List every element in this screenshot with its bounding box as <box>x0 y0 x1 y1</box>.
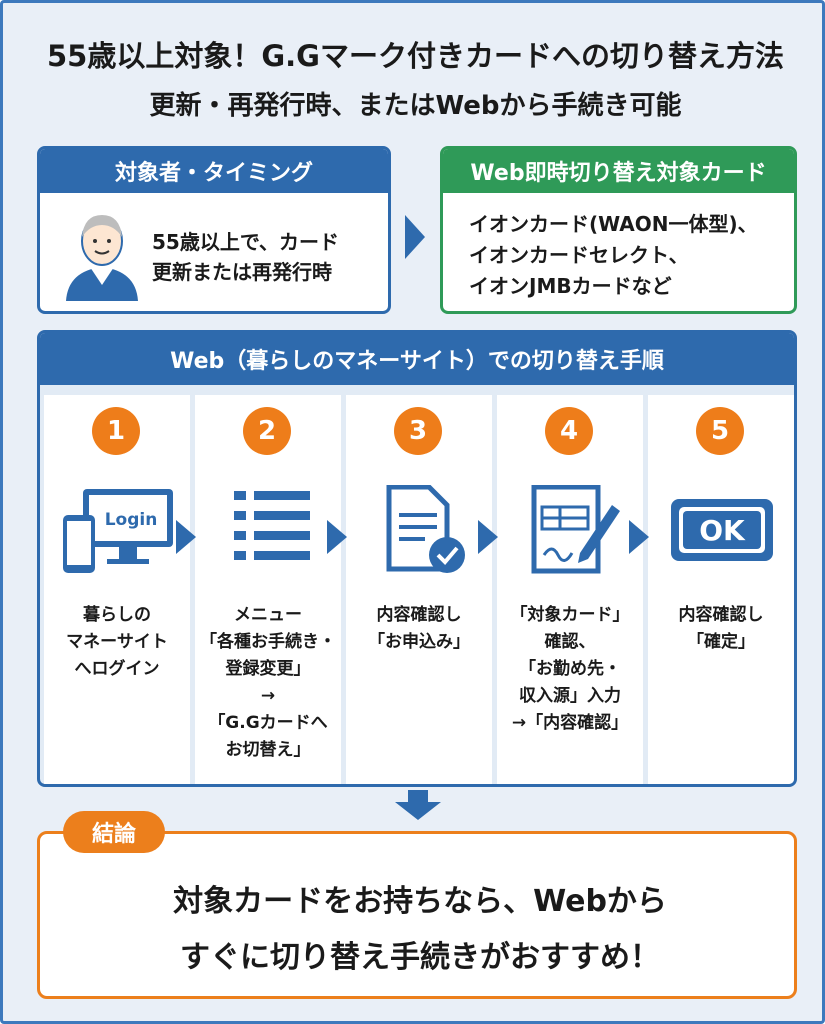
step-2: 2 メニュー 「各種お手続き・ 登録変更」 → 「G.Gカードへ お切替え」 <box>195 395 341 784</box>
conclusion-box: 対象カードをお持ちなら、Webから すぐに切り替え手続きがおすすめ！ <box>37 831 797 999</box>
step-number: 5 <box>696 407 744 455</box>
arrow-down-icon <box>395 790 441 820</box>
step-text: 内容確認し 「確定」 <box>678 605 764 652</box>
step-number: 4 <box>545 407 593 455</box>
steps-header: Web（暮らしのマネーサイト）での切り替え手順 <box>40 333 794 385</box>
step-3: 3 内容確認し 「お申込み」 <box>346 395 492 784</box>
conclusion-badge: 結論 <box>63 811 165 853</box>
target-header: 対象者・タイミング <box>40 149 388 193</box>
cards-header: Web即時切り替え対象カード <box>443 149 794 193</box>
step-text: 暮らしの マネーサイト へログイン <box>66 605 168 679</box>
step-number: 1 <box>92 407 140 455</box>
card-item: イオンカードセレクト、 <box>469 243 689 267</box>
login-devices-icon: Login <box>63 489 173 573</box>
cards-box: Web即時切り替え対象カード イオンカード(WAON一体型)、 イオンカードセレ… <box>440 146 797 314</box>
arrow-right-icon <box>478 520 498 554</box>
steps-panel: Web（暮らしのマネーサイト）での切り替え手順 1 Login 暮らしの マネー… <box>37 330 797 787</box>
ok-label: OK <box>699 514 746 547</box>
target-box: 対象者・タイミング 55歳以上で、カード 更新または再発行時 <box>37 146 391 314</box>
step-5: 5 OK 内容確認し 「確定」 <box>648 395 794 784</box>
conclusion-text: 対象カードをお持ちなら、Webから すぐに切り替え手続きがおすすめ！ <box>173 884 667 975</box>
arrow-right-icon <box>176 520 196 554</box>
step-1: 1 Login 暮らしの マネーサイト へログイン <box>44 395 190 784</box>
arrow-right-icon <box>327 520 347 554</box>
document-check-icon <box>386 485 465 573</box>
menu-list-icon <box>234 491 310 560</box>
target-text: 55歳以上で、カード 更新または再発行時 <box>152 230 340 284</box>
step-text: メニュー 「各種お手続き・ 登録変更」 → 「G.Gカードへ お切替え」 <box>200 605 336 760</box>
form-signature-icon <box>531 485 620 574</box>
step-4: 4 「対象カード」 確認、 「お勤め先・ 収入源」入力 →「内容確認」 <box>497 395 643 784</box>
card-item: イオンカード(WAON一体型)、 <box>469 212 758 236</box>
ok-button-icon: OK <box>671 499 773 561</box>
arrow-right-icon <box>629 520 649 554</box>
card-item: イオンJMBカードなど <box>469 274 672 298</box>
page-subtitle: 更新・再発行時、またはWebから手続き可能 <box>149 91 682 121</box>
login-label: Login <box>105 510 158 530</box>
cards-list: イオンカード(WAON一体型)、 イオンカードセレクト、 イオンJMBカードなど <box>469 209 758 302</box>
arrow-right-icon <box>405 215 425 259</box>
step-text: 「対象カード」 確認、 「お勤め先・ 収入源」入力 →「内容確認」 <box>510 605 630 733</box>
step-number: 3 <box>394 407 442 455</box>
page-title: 55歳以上対象！G.Gマーク付きカードへの切り替え方法 <box>47 39 784 73</box>
step-number: 2 <box>243 407 291 455</box>
senior-person-icon <box>66 215 138 301</box>
step-text: 内容確認し 「お申込み」 <box>368 605 470 652</box>
